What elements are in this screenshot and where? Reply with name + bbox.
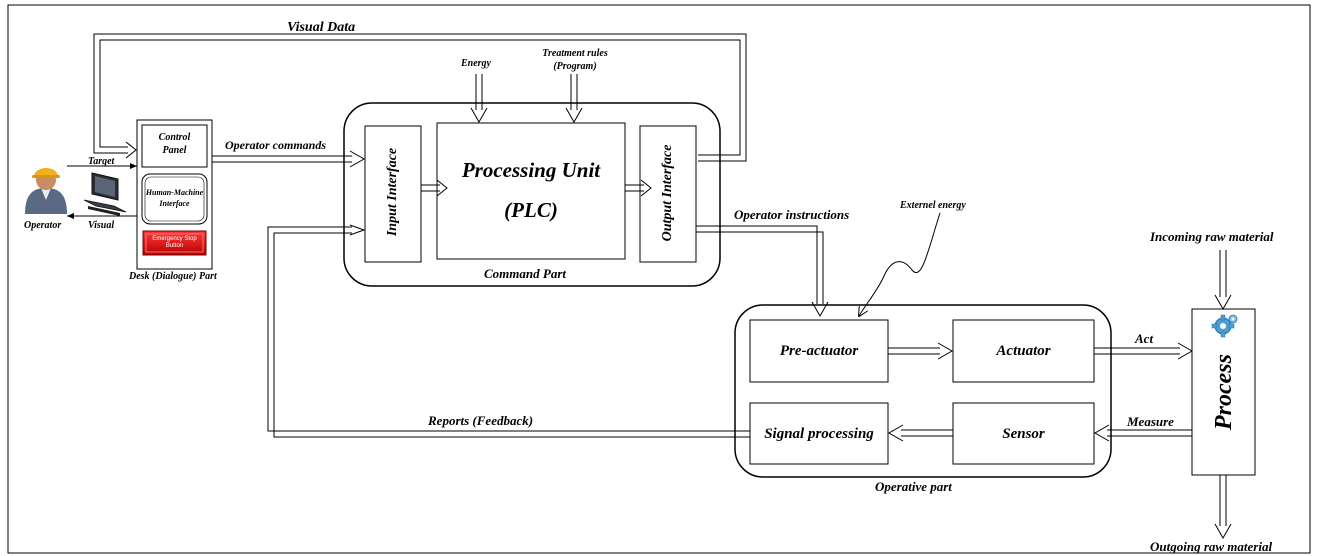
control-panel-line1: Control: [158, 132, 191, 143]
treatment-rules-label: Treatment rules (Program): [530, 47, 620, 73]
computer-terminal-icon: [83, 172, 127, 216]
operative-part-box: [734, 304, 1112, 478]
operator-instructions-label: Operator instructions: [734, 207, 850, 222]
treatment-rules-line2: (Program): [553, 61, 597, 72]
pre-actuator-box: [749, 319, 889, 383]
energy-label: Energy: [461, 58, 491, 69]
operative-part-label: Operative part: [875, 479, 952, 494]
pre-actuator-label: Pre-actuator: [779, 343, 859, 359]
gears-icon: [1211, 314, 1238, 338]
emergency-stop-button: [142, 230, 207, 256]
reports-feedback-arrow: [267, 224, 750, 438]
processing-unit-box: [436, 122, 626, 260]
outgoing-raw-material-arrow: [1214, 475, 1232, 540]
measure-label: Measure: [1127, 414, 1174, 429]
control-panel-line2: Panel: [162, 145, 187, 156]
hmi-box: [141, 173, 208, 225]
treatment-rules-arrow: [565, 74, 583, 124]
measure-arrow: [1093, 424, 1192, 442]
control-panel-box: [141, 124, 208, 168]
energy-arrow: [470, 74, 488, 124]
sensor-label: Sensor: [1002, 426, 1045, 442]
input-interface-box: [364, 125, 422, 263]
incoming-raw-material-arrow: [1214, 250, 1232, 311]
visual-data-arrow: [93, 33, 747, 162]
desk-part-label: Desk (Dialogue) Part: [129, 271, 217, 282]
operator-commands-arrow: [212, 150, 366, 168]
output-interface-label: Output Interface: [660, 144, 675, 242]
command-part-label: Command Part: [484, 266, 566, 281]
externel-energy-label: Externel energy: [900, 200, 966, 211]
hmi-label: Human-Machine Interface: [142, 187, 207, 209]
processing-to-output-arrow: [625, 179, 652, 197]
outgoing-raw-material-label: Outgoing raw material: [1150, 539, 1273, 554]
actuator-label: Actuator: [996, 343, 1051, 359]
emergency-line1: Emergency Stop: [152, 236, 197, 242]
command-part-box: [343, 102, 721, 287]
emergency-stop-label: Emergency Stop Button: [143, 236, 206, 250]
operator-commands-label: Operator commands: [225, 138, 327, 152]
process-label: Process: [1211, 354, 1237, 430]
operator-instructions-arrow: [696, 225, 829, 318]
externel-energy-arrow: [859, 212, 941, 316]
pre-actuator-to-actuator-arrow: [888, 342, 954, 360]
input-to-processing-arrow: [421, 179, 448, 197]
hmi-line1: Human-Machine: [145, 188, 204, 197]
act-label: Act: [1135, 331, 1154, 346]
treatment-rules-line1: Treatment rules: [542, 48, 608, 59]
operator-worker-icon: [25, 168, 67, 214]
processing-unit-label: Processing Unit: [461, 158, 601, 182]
sensor-to-signal-arrow: [887, 424, 953, 442]
plc-label: (PLC): [504, 198, 558, 222]
outer-frame: [7, 4, 1311, 554]
sensor-box: [952, 402, 1095, 465]
emergency-line2: Button: [165, 243, 184, 249]
signal-processing-box: [749, 402, 889, 465]
hmi-line2: Interface: [159, 199, 190, 208]
control-panel-label: Control Panel: [142, 131, 207, 157]
incoming-raw-material-label: Incoming raw material: [1150, 229, 1274, 244]
reports-feedback-label: Reports (Feedback): [428, 413, 534, 428]
actuator-box: [952, 319, 1095, 383]
visual-data-label: Visual Data: [287, 20, 356, 35]
signal-processing-label: Signal processing: [764, 426, 874, 442]
visual-label: Visual: [88, 220, 115, 231]
input-interface-label: Input Interface: [385, 147, 400, 237]
target-label: Target: [88, 156, 115, 167]
operator-label: Operator: [24, 220, 62, 231]
output-interface-box: [639, 125, 697, 263]
